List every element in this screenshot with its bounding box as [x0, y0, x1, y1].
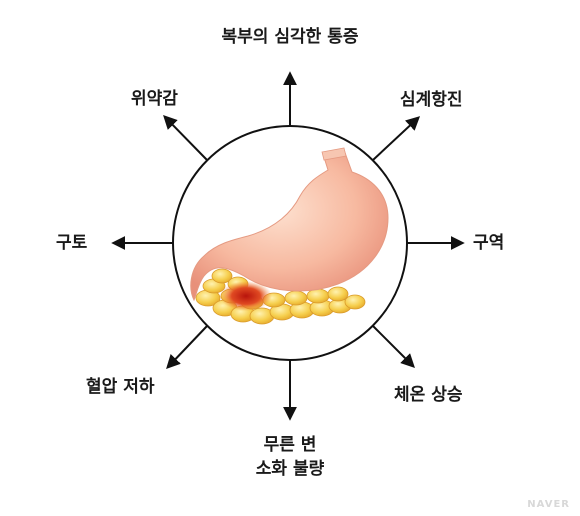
arrow-bottom-left	[166, 325, 208, 370]
symptom-top-left: 위약감	[131, 89, 178, 109]
symptom-bottom-line1: 무른 변	[263, 435, 317, 455]
arrow-bottom-right	[372, 325, 415, 368]
arrows	[111, 71, 465, 421]
symptom-bottom-left: 혈압 저하	[86, 377, 155, 397]
symptom-left: 구토	[56, 233, 88, 253]
symptom-top: 복부의 심각한 통증	[221, 27, 359, 47]
arrow-top-right	[372, 116, 421, 161]
arrow-top-left	[163, 114, 208, 161]
inflammation-spot	[220, 281, 272, 311]
symptom-top-right: 심계항진	[400, 90, 463, 110]
symptom-bottom-line2: 소화 불량	[255, 459, 325, 479]
symptom-right: 구역	[473, 233, 505, 253]
symptom-bottom-right: 체온 상승	[394, 385, 463, 405]
stomach-illustration	[190, 147, 389, 302]
naver-watermark: NAVER	[527, 499, 570, 510]
